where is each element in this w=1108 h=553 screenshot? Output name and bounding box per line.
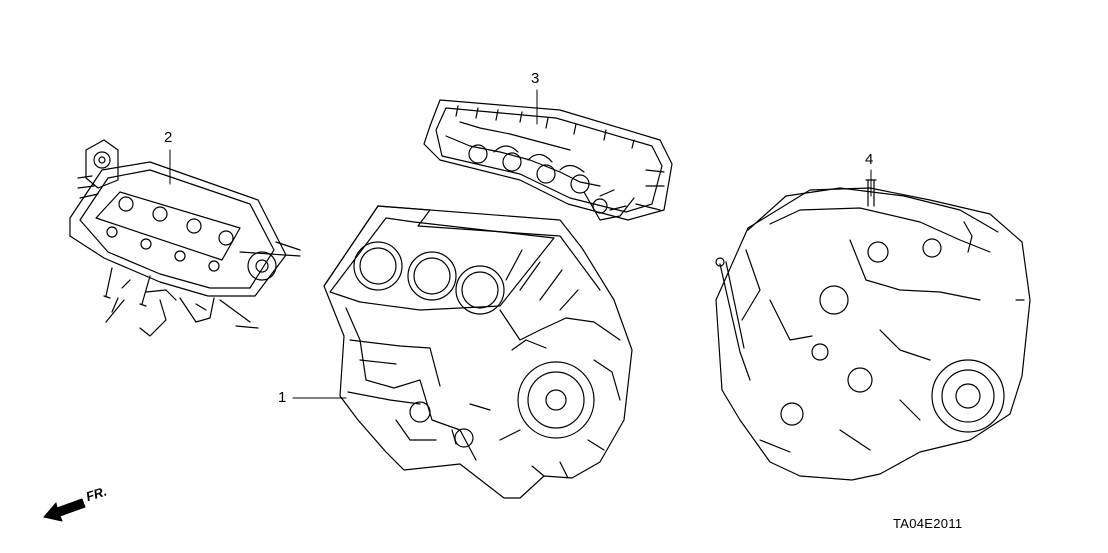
transmission-icon	[715, 179, 1031, 481]
cylinder-head-front-icon	[423, 99, 673, 221]
callout-3: 3	[531, 70, 540, 87]
front-direction-arrow-icon	[43, 498, 86, 522]
cylinder-head-rear-icon	[69, 139, 301, 337]
diagram-code: TA04E2011	[893, 516, 963, 531]
callout-4: 4	[865, 151, 874, 168]
engine-block-icon	[323, 205, 633, 499]
leader-lines	[169, 89, 872, 399]
callout-1: 1	[278, 389, 287, 406]
callout-2: 2	[164, 129, 173, 146]
